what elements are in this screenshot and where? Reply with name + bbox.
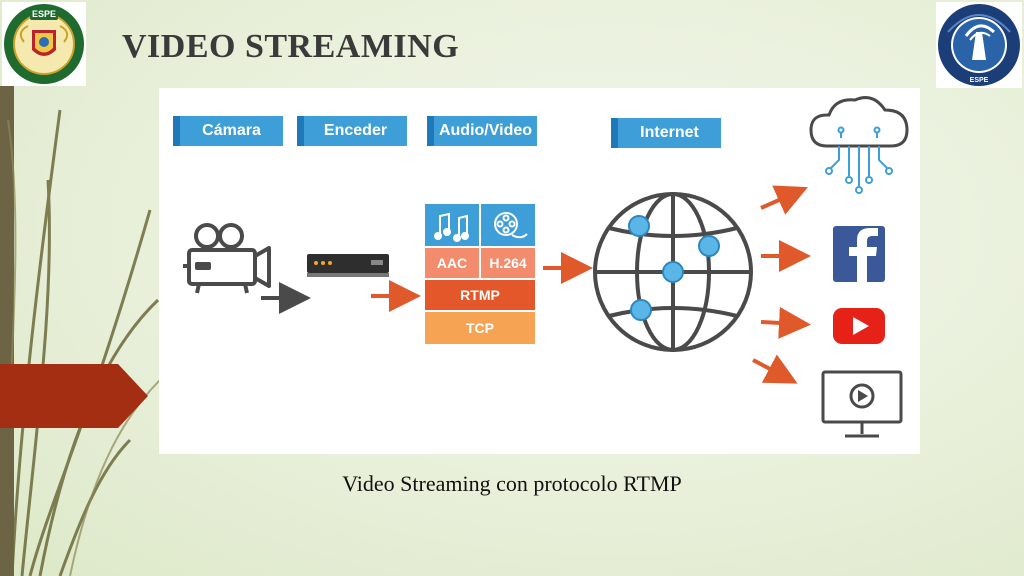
section-tab [0, 364, 148, 428]
youtube-icon [833, 308, 885, 344]
logo-text: ESPE [970, 77, 989, 84]
circuit-lines [825, 126, 893, 194]
film-reel-icon [494, 212, 528, 239]
seal-text: ESPE [32, 9, 56, 19]
stage-label-camara: Cámara [173, 116, 283, 146]
slide-title: VIDEO STREAMING [122, 28, 460, 65]
telecom-engineering-logo: ESPE [936, 2, 1022, 88]
protocol-rtmp: RTMP [425, 280, 535, 310]
arrow-to-youtube [760, 306, 811, 339]
stage-label-enceder: Enceder [297, 116, 407, 146]
arrow-to-monitor [752, 354, 798, 384]
rtmp-streaming-diagram: Cámara Enceder Audio/Video Internet [159, 88, 920, 454]
sidebar-strip [0, 86, 14, 576]
video-camera-icon [183, 223, 271, 294]
diagram-caption: Video Streaming con protocolo RTMP [342, 471, 682, 496]
stage-label-audio-video: Audio/Video [427, 116, 537, 146]
university-seal-logo: ESPE [2, 2, 86, 86]
facebook-icon [833, 226, 885, 282]
codec-h264: H.264 [481, 248, 535, 278]
protocol-tcp: TCP [425, 312, 535, 344]
cloud-icon [809, 96, 909, 148]
audio-tile [425, 204, 479, 246]
arrow-to-cloud [760, 185, 808, 215]
video-tile [481, 204, 535, 246]
monitor-play-icon [821, 370, 903, 438]
encoder-device-icon [307, 254, 389, 277]
stage-label-internet: Internet [611, 118, 721, 148]
network-nodes [628, 215, 720, 321]
music-notes-icon [434, 212, 469, 242]
codec-aac: AAC [425, 248, 479, 278]
